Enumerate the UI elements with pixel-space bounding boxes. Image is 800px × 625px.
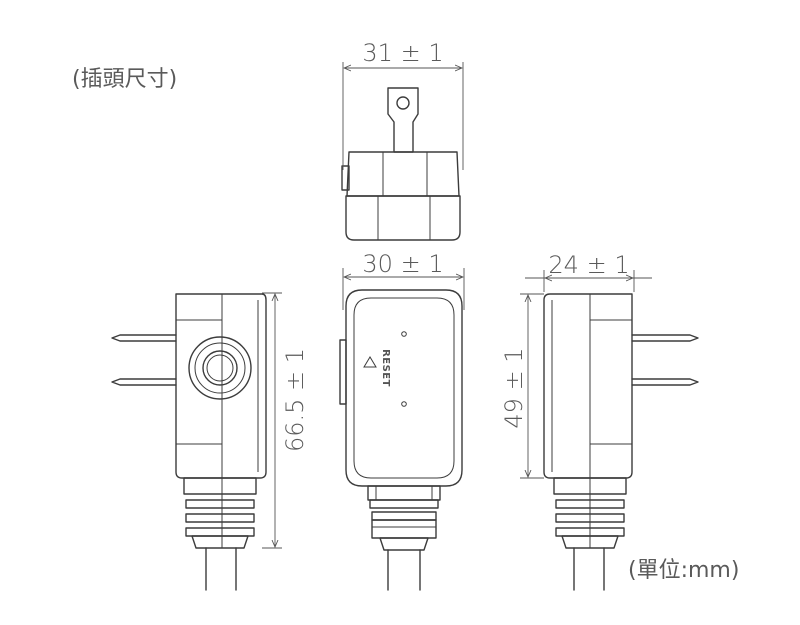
front-view-body xyxy=(339,289,463,591)
right-height-dimension xyxy=(520,293,544,479)
top-width-dimension xyxy=(342,62,464,170)
right-side-view-body xyxy=(543,293,699,591)
reset-button-text: RESET xyxy=(380,349,391,387)
title-note: (插頭尺寸) xyxy=(72,67,177,92)
right-width-dimension xyxy=(525,270,652,292)
left-side-view-body xyxy=(111,293,267,591)
top-width-label: 31 ± 1 xyxy=(362,39,443,67)
front-width-label: 30 ± 1 xyxy=(362,250,443,278)
left-height-dimension xyxy=(262,292,282,549)
top-view-plug xyxy=(341,87,461,241)
left-height-label: 66.5 ± 1 xyxy=(281,348,309,452)
right-height-label: 49 ± 1 xyxy=(500,347,528,428)
right-width-label: 24 ± 1 xyxy=(548,251,629,279)
unit-note: (單位:mm) xyxy=(628,558,739,583)
front-width-dimension xyxy=(342,268,465,310)
